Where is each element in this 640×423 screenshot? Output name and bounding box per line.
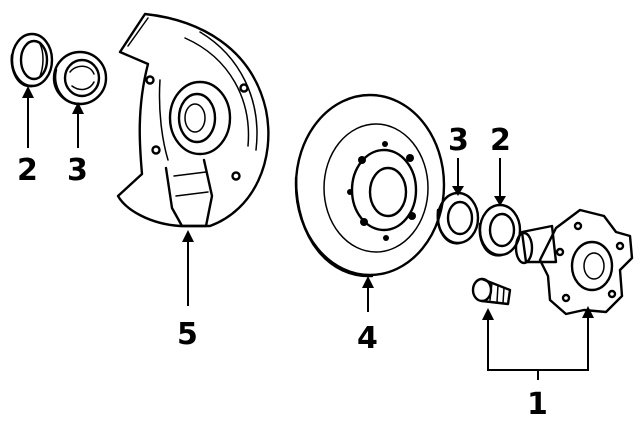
wheel-hub bbox=[514, 208, 634, 316]
brake-rotor bbox=[294, 93, 446, 278]
arrow-1-stud bbox=[482, 308, 494, 320]
leader-1-bracket bbox=[487, 316, 589, 371]
arrow-4 bbox=[362, 276, 374, 288]
callout-5: 5 bbox=[177, 317, 198, 352]
dust-shield bbox=[116, 12, 270, 228]
callout-2-right: 2 bbox=[490, 123, 511, 158]
callout-1: 1 bbox=[527, 387, 548, 422]
arrow-5 bbox=[182, 230, 194, 242]
callout-2-left: 2 bbox=[17, 153, 38, 188]
callout-3-left: 3 bbox=[67, 153, 88, 188]
wheel-stud bbox=[471, 277, 512, 306]
arrow-1-hub bbox=[582, 306, 594, 318]
bearing-right bbox=[436, 191, 480, 245]
arrow-2-right bbox=[494, 196, 506, 206]
bearing-left bbox=[52, 50, 108, 106]
callout-3-right: 3 bbox=[448, 123, 469, 158]
bearing-race-right bbox=[478, 203, 522, 257]
arrow-3-left bbox=[72, 102, 84, 114]
arrow-3-right bbox=[452, 186, 464, 196]
arrow-2-left bbox=[22, 86, 34, 98]
bearing-race-left bbox=[10, 32, 54, 88]
callout-4: 4 bbox=[357, 321, 378, 356]
